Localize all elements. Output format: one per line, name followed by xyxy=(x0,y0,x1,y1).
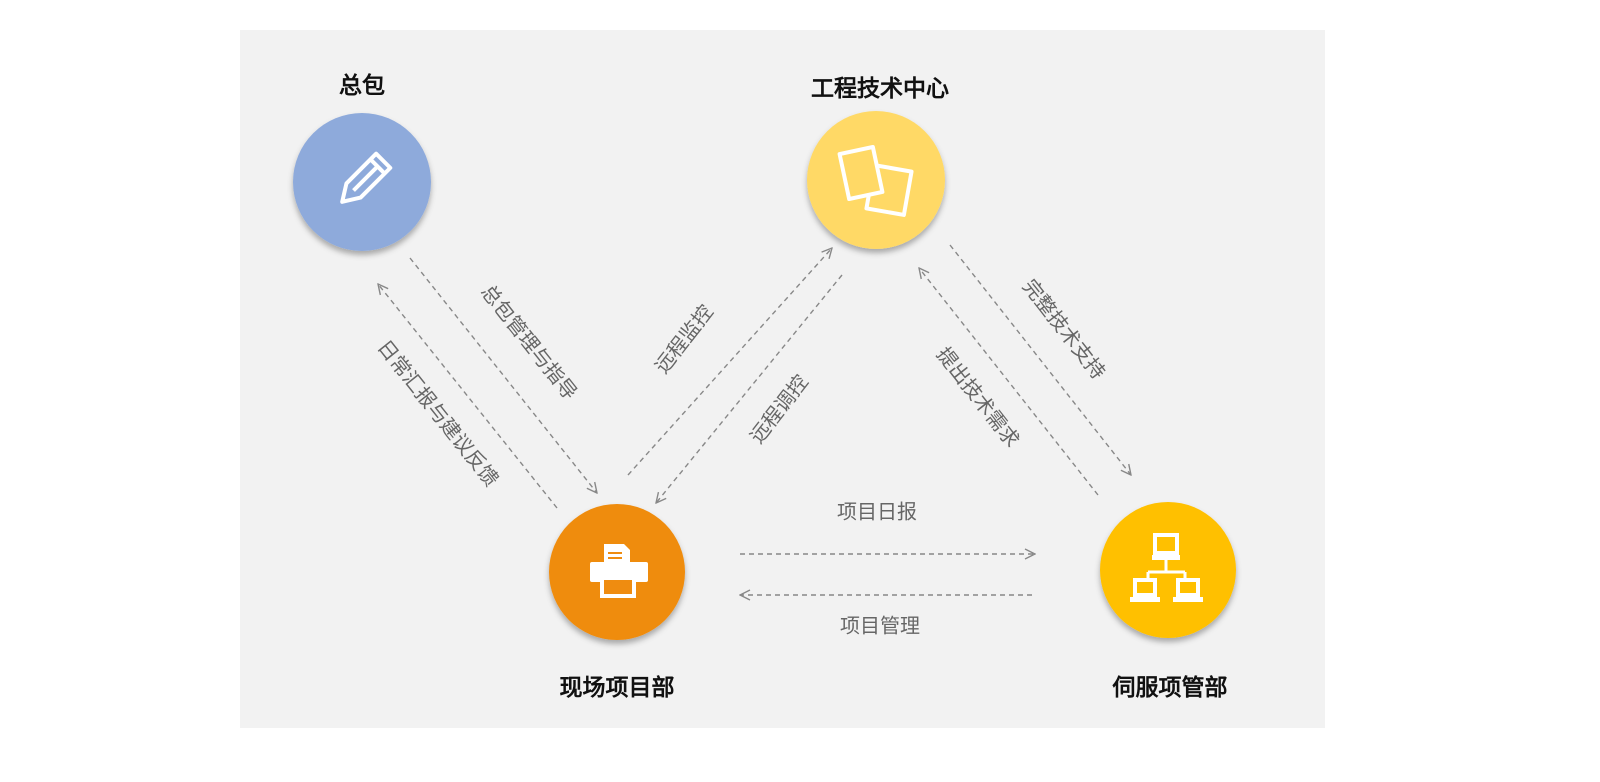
node-engineering-center: 工程技术中心 xyxy=(807,76,949,249)
node-circle xyxy=(1100,502,1236,638)
edge-site-to-servo: 项目日报 xyxy=(740,500,1035,555)
arrow-line xyxy=(656,274,843,503)
edge-label: 项目管理 xyxy=(840,614,920,638)
printer-icon xyxy=(590,544,648,598)
arrow-line xyxy=(949,244,1131,475)
arrow-line xyxy=(919,268,1099,496)
node-title: 工程技术中心 xyxy=(811,76,949,102)
network-icon xyxy=(1130,533,1203,602)
documents-icon xyxy=(837,144,914,217)
arrow-line xyxy=(378,284,558,509)
arrow-line xyxy=(627,248,832,476)
node-site-project-dept: 现场项目部 xyxy=(549,504,685,701)
pencil-icon xyxy=(340,151,393,204)
node-servo-project-dept: 伺服项管部 xyxy=(1100,502,1236,701)
node-title: 伺服项管部 xyxy=(1112,674,1228,701)
node-general-contractor: 总包 xyxy=(293,72,431,251)
node-title: 现场项目部 xyxy=(560,674,675,701)
edge-label: 项目日报 xyxy=(837,500,917,524)
edge-servo-to-site: 项目管理 xyxy=(740,595,1032,638)
node-title: 总包 xyxy=(339,72,385,99)
